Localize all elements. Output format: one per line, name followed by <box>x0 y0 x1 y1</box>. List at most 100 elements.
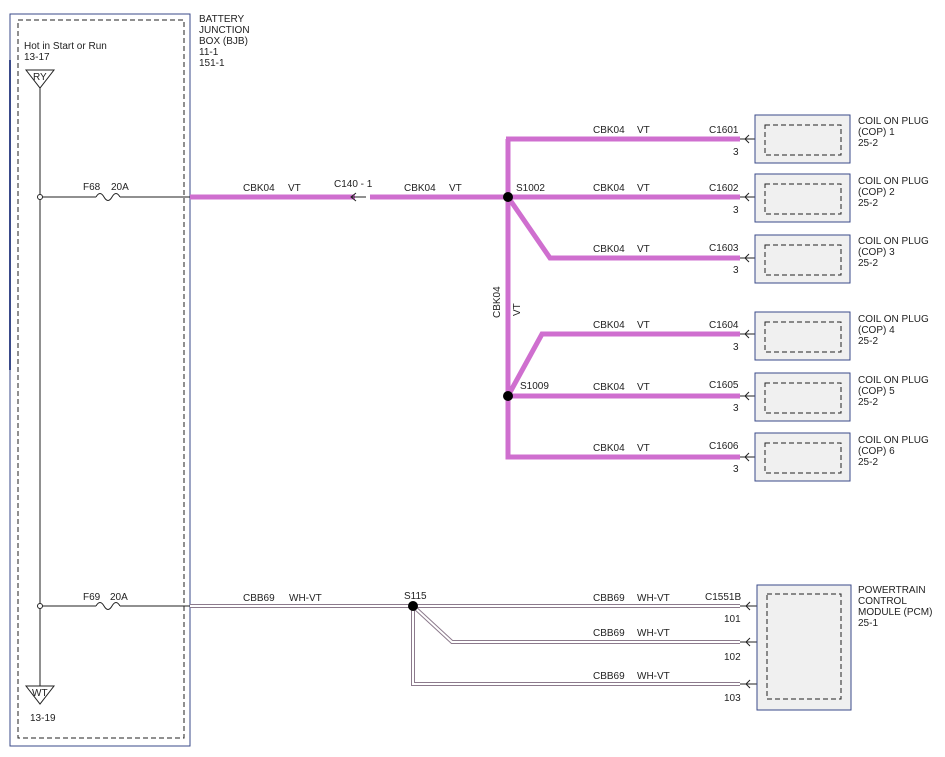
branch-6-wire-label: CBK04 <box>593 443 625 454</box>
c140-label: C140 - 1 <box>334 179 373 190</box>
main-wire-right-label: CBK04 <box>404 183 436 194</box>
cop-6-pin-icon <box>744 452 750 462</box>
cop-5-title: COIL ON PLUG <box>858 375 929 386</box>
fuse-f68-name: F68 <box>83 182 101 193</box>
branch-3-connector: C1603 <box>709 243 739 254</box>
cop-modules: COIL ON PLUG (COP) 1 25-2 COIL ON PLUG (… <box>740 114 929 482</box>
cop-1-inner <box>764 124 842 156</box>
bjb-title-line-2: JUNCTION <box>199 25 250 36</box>
splice-s1002-label: S1002 <box>516 183 545 194</box>
bjb-ref-1: 11-1 <box>199 47 219 58</box>
vertical-wire-label: CBK04 <box>492 286 503 318</box>
branch-1-color: VT <box>637 125 650 136</box>
cop-2-ref: 25-2 <box>858 198 878 209</box>
wt-terminal-label: WT <box>32 688 48 699</box>
cop-3-pin-icon <box>744 253 750 263</box>
lower-branch-2-outer <box>411 604 740 644</box>
lower-branch-2-wire-label: CBB69 <box>593 628 625 639</box>
pcm-title-line-1: POWERTRAIN <box>858 585 926 596</box>
lower-branch-1-wire-label: CBB69 <box>593 593 625 604</box>
lower-connector-label: C1551B <box>705 592 741 603</box>
lower-branch-1-color: WH-VT <box>637 593 670 604</box>
bjb-inner-dashed-box <box>17 19 185 739</box>
cop-1-title: COIL ON PLUG <box>858 116 929 127</box>
lower-branch-3-color: WH-VT <box>637 671 670 682</box>
cop-3-number: (COP) 3 <box>858 247 895 258</box>
pcm-ref: 25-1 <box>858 618 878 629</box>
bjb-ref-2: 151-1 <box>199 58 225 69</box>
branch-2-connector: C1602 <box>709 183 739 194</box>
cop-4-number: (COP) 4 <box>858 325 895 336</box>
lower-branch-2-color: WH-VT <box>637 628 670 639</box>
cop-4-inner <box>764 321 842 353</box>
cop-4-module <box>754 311 851 361</box>
branch-5-color: VT <box>637 382 650 393</box>
main-wire-right-color: VT <box>449 183 462 194</box>
branch-6-wire <box>505 396 740 460</box>
lower-branch-3-wire-label: CBB69 <box>593 671 625 682</box>
cop-3-module <box>754 234 851 284</box>
cop-2-pin-icon <box>744 192 750 202</box>
branch-4-wire-label: CBK04 <box>593 320 625 331</box>
pcm-pin-103-icon <box>745 679 751 689</box>
cop-6-inner <box>764 442 842 474</box>
lower-branch-3-outer <box>411 606 740 686</box>
cop-6-ref: 25-2 <box>858 457 878 468</box>
fuse-f68-rating: 20A <box>111 182 129 193</box>
bus-node-f68 <box>37 194 43 200</box>
branch-2-color: VT <box>637 183 650 194</box>
branch-1-wire-label: CBK04 <box>593 125 625 136</box>
branch-4-connector: C1604 <box>709 320 739 331</box>
cop-5-pin-icon <box>744 391 750 401</box>
pcm-title-line-3: MODULE (PCM) <box>858 607 932 618</box>
fuse-f69-name: F69 <box>83 592 101 603</box>
branch-1-pin: 3 <box>733 147 739 158</box>
cop-6-number: (COP) 6 <box>858 446 895 457</box>
main-wire-left-label: CBK04 <box>243 183 275 194</box>
branch-1-connector: C1601 <box>709 125 739 136</box>
ry-terminal-icon <box>24 69 56 89</box>
bjb-outer-box <box>9 13 191 747</box>
branch-3-wire-label: CBK04 <box>593 244 625 255</box>
pcm-pin-101-icon <box>745 601 751 611</box>
lower-circuit-wires <box>190 604 740 686</box>
cop-1-number: (COP) 1 <box>858 127 895 138</box>
cop-1-pin-icon <box>744 134 750 144</box>
cop-6-module <box>754 432 851 482</box>
branch-2-wire-label: CBK04 <box>593 183 625 194</box>
cop-4-pin-icon <box>744 329 750 339</box>
pcm-module <box>756 584 852 711</box>
lower-branch-1-pin: 101 <box>724 614 741 625</box>
cop-3-title: COIL ON PLUG <box>858 236 929 247</box>
bjb-title-line-1: BATTERY <box>199 14 245 25</box>
cop-5-number: (COP) 5 <box>858 386 895 397</box>
hot-ref: 13-17 <box>24 52 50 63</box>
branch-6-connector: C1606 <box>709 441 739 452</box>
bus-node-f69 <box>37 603 43 609</box>
pcm-pin-102-icon <box>745 637 751 647</box>
lower-branch-2-pin: 102 <box>724 652 741 663</box>
vertical-wire-color: VT <box>512 303 523 316</box>
branch-3-wire <box>505 195 740 261</box>
lower-main-wire-color: WH-VT <box>289 593 322 604</box>
upper-circuit-wires <box>190 136 740 460</box>
cop-5-module <box>754 372 851 422</box>
lower-main-wire-label: CBB69 <box>243 593 275 604</box>
branch-4-wire <box>505 331 740 398</box>
cop-1-module <box>754 114 851 164</box>
cop-2-module <box>754 173 851 223</box>
lower-branch-3-core <box>412 606 740 685</box>
branch-labels: CBK04 VT C1601 3 CBK04 VT C1602 3 CBK04 … <box>593 125 739 475</box>
lower-branch-2-core <box>412 605 740 643</box>
splice-s1002-dot <box>503 192 513 202</box>
splice-s1009-dot <box>503 391 513 401</box>
branch-5-connector: C1605 <box>709 380 739 391</box>
cop-3-inner <box>764 244 842 276</box>
branch-3-pin: 3 <box>733 265 739 276</box>
fuse-f69-icon <box>95 602 121 610</box>
branch-6-pin: 3 <box>733 464 739 475</box>
splice-s1009-label: S1009 <box>520 381 549 392</box>
branch-4-color: VT <box>637 320 650 331</box>
main-wire-left-color: VT <box>288 183 301 194</box>
cop-2-title: COIL ON PLUG <box>858 176 929 187</box>
